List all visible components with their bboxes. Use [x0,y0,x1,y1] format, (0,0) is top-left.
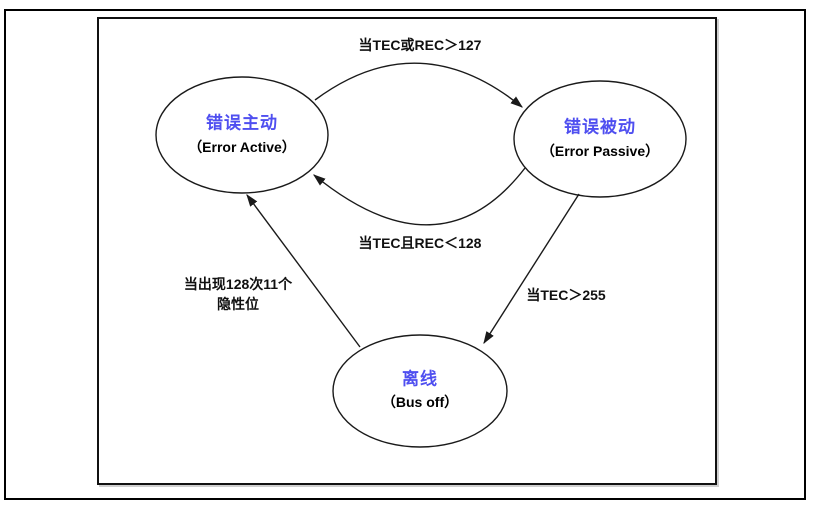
label-tec-gt-255: 当TEC＞255 [526,287,606,303]
state-bus-off-name-cn: 离线 [402,369,438,389]
transition-passive-to-busoff-arrow [483,193,580,345]
state-error-passive-name-en: （Error Passive） [540,143,660,159]
label-128-occurrences-recessive-bits: 当出现128次11个 隐性位 [184,274,292,314]
state-error-active-name-en: （Error Active） [188,139,296,155]
state-error-passive-ellipse [513,80,687,198]
transition-active-to-passive-arrow [314,62,523,108]
transition-busoff-to-active-arrow [246,193,361,348]
state-bus-off-ellipse [332,334,508,448]
label-tec-or-rec-gt-127: 当TEC或REC＞127 [358,37,482,53]
label-128-occurrences-line1: 当出现128次11个 [183,276,293,292]
label-tec-and-rec-lt-128: 当TEC且REC＜128 [358,235,482,251]
state-error-active-ellipse [155,76,329,194]
state-bus-off-name-en: （Bus off） [381,394,459,410]
transition-passive-to-active-arrow [313,167,526,226]
state-error-passive-name-cn: 错误被动 [564,117,636,137]
state-error-active-name-cn: 错误主动 [206,113,278,133]
state-diagram-graphics [155,62,687,448]
state-diagram-canvas: 错误主动 （Error Active） 错误被动 （Error Passive）… [97,17,717,485]
label-128-occurrences-line2: 隐性位 [216,296,259,312]
